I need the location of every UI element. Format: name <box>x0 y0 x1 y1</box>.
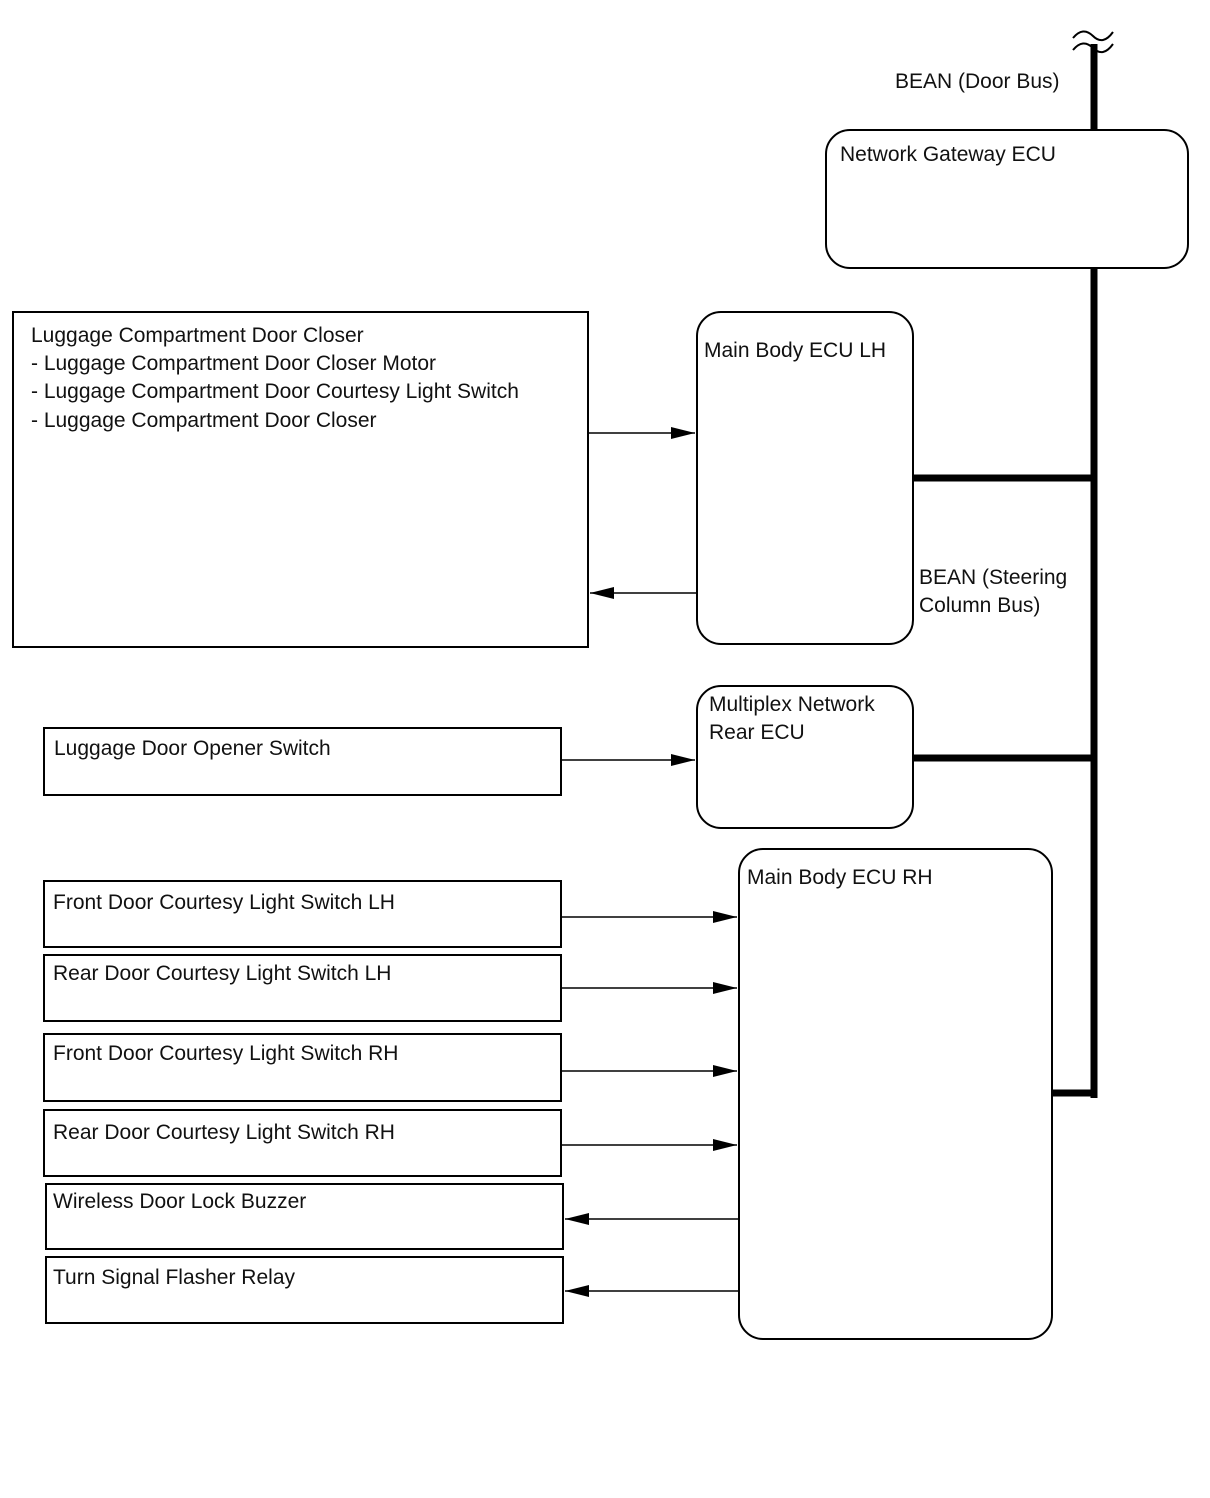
multiplex-rear-ecu-box <box>696 685 914 829</box>
rear-courtesy-rh-label: Rear Door Courtesy Light Switch RH <box>53 1121 395 1144</box>
rear-courtesy-lh-box <box>43 954 562 1022</box>
front-courtesy-lh-box <box>43 880 562 948</box>
opener-switch-label: Luggage Door Opener Switch <box>54 737 331 760</box>
steering-bus-label: BEAN (Steering Column Bus) <box>919 566 1068 617</box>
main-body-ecu-rh-label: Main Body ECU RH <box>747 866 933 889</box>
front-courtesy-rh-box <box>43 1033 562 1102</box>
main-body-ecu-rh-box <box>738 848 1053 1340</box>
front-courtesy-rh-label: Front Door Courtesy Light Switch RH <box>53 1042 399 1065</box>
flasher-relay-label: Turn Signal Flasher Relay <box>53 1266 295 1289</box>
front-courtesy-lh-label: Front Door Courtesy Light Switch LH <box>53 891 395 914</box>
flasher-relay-box <box>45 1256 564 1324</box>
rear-courtesy-rh-box <box>43 1109 562 1177</box>
bus-break-symbol <box>1072 30 1114 42</box>
door-bus-label: BEAN (Door Bus) <box>895 70 1060 93</box>
multiplex-rear-ecu-label: Multiplex Network Rear ECU <box>709 693 875 744</box>
buzzer-label: Wireless Door Lock Buzzer <box>53 1190 307 1213</box>
luggage-closer-item: - Luggage Compartment Door Closer <box>31 409 377 432</box>
main-body-ecu-lh-box <box>696 311 914 645</box>
rear-courtesy-lh-label: Rear Door Courtesy Light Switch LH <box>53 962 392 985</box>
opener-switch-box <box>43 727 562 796</box>
buzzer-box <box>45 1183 564 1250</box>
luggage-closer-item: - Luggage Compartment Door Closer Motor <box>31 352 437 375</box>
main-body-ecu-lh-label: Main Body ECU LH <box>704 339 887 362</box>
luggage-closer-box <box>12 311 589 648</box>
luggage-closer-item: - Luggage Compartment Door Courtesy Ligh… <box>31 380 519 403</box>
gateway-ecu-box <box>825 129 1189 269</box>
luggage-closer-title: Luggage Compartment Door Closer <box>31 324 364 347</box>
gateway-ecu-label: Network Gateway ECU <box>840 143 1056 166</box>
